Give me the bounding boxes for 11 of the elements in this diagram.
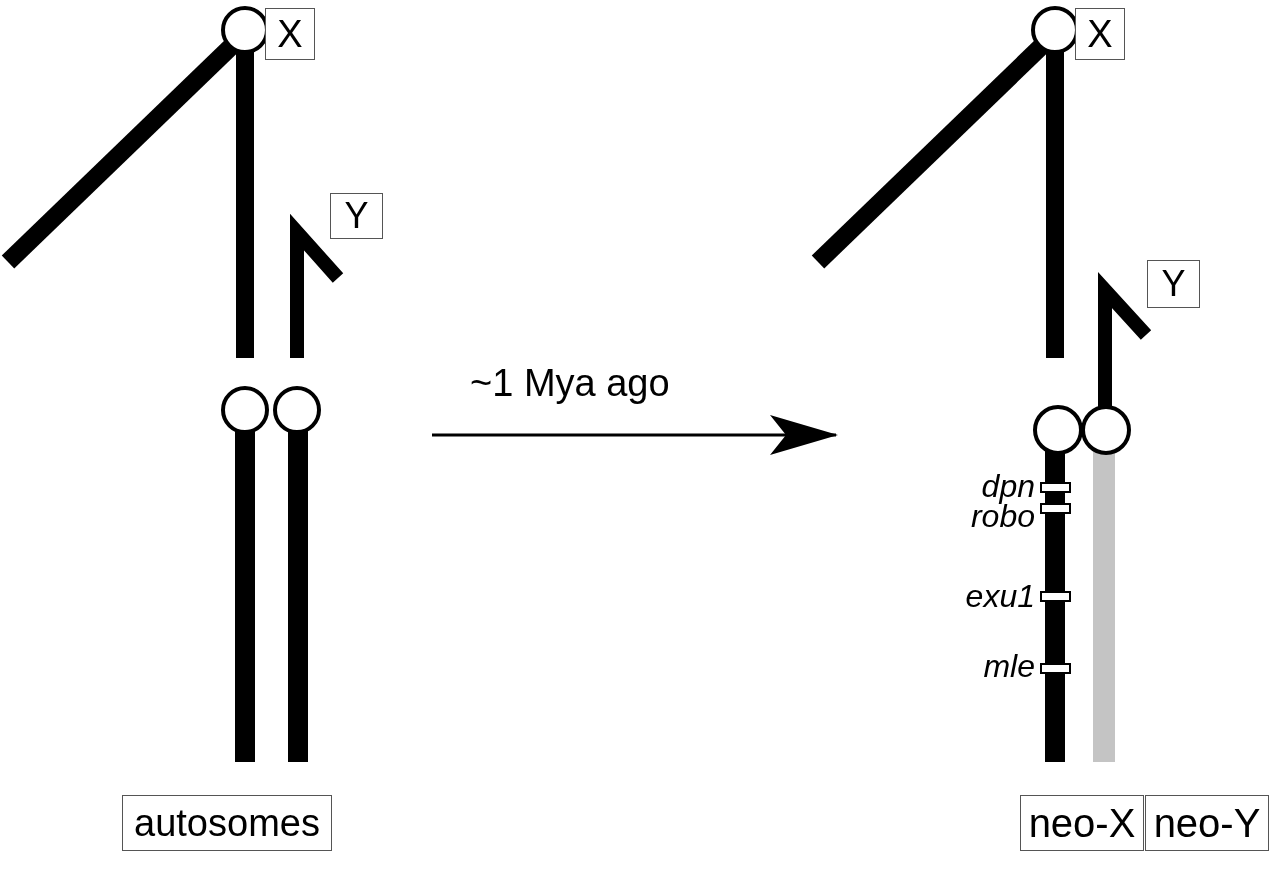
chromosome-label: X xyxy=(265,8,315,60)
chromosome-label: Y xyxy=(330,193,383,239)
gene-label: dpn xyxy=(980,470,1035,502)
chromosome-label: neo-X xyxy=(1020,795,1144,851)
arrow-label: ~1 Mya ago xyxy=(470,362,670,405)
chromosome-label: neo-Y xyxy=(1145,795,1269,851)
chromosome-label: X xyxy=(1075,8,1125,60)
gene-label: exu1 xyxy=(964,580,1035,612)
chromosome-label: autosomes xyxy=(122,795,332,851)
gene-label: mle xyxy=(982,650,1035,682)
chromosome-label: Y xyxy=(1147,260,1200,308)
